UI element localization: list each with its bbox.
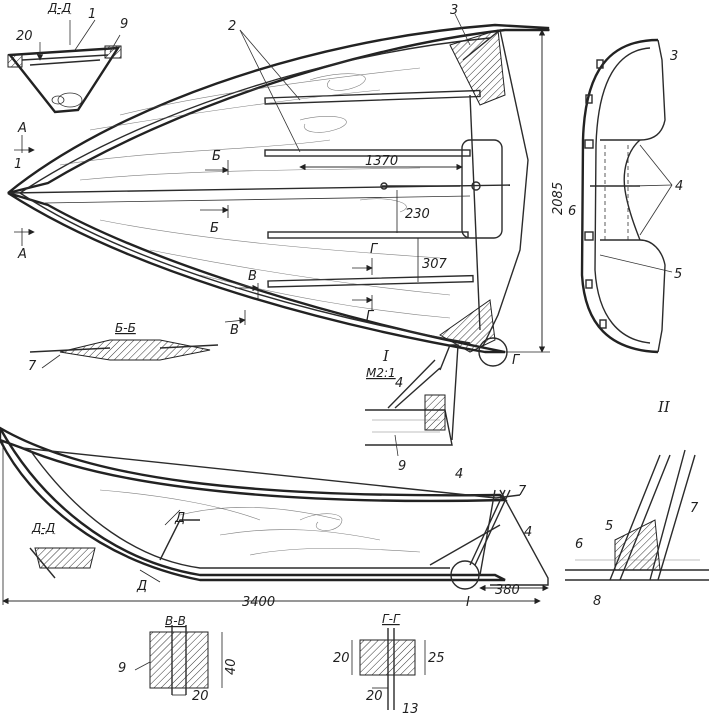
- part-5-detail2: 5: [605, 519, 613, 534]
- stern-seat: [461, 139, 503, 239]
- section-bb: [29, 339, 219, 369]
- part-5-view: 5: [674, 267, 682, 282]
- section-vv: [134, 625, 223, 696]
- part-9-aa: 9: [120, 17, 128, 32]
- seat-board-bottom: [267, 274, 474, 288]
- section-title-bb: Б-Б: [115, 321, 136, 335]
- dim-380: 380: [495, 583, 520, 598]
- part-7-side: 7: [518, 484, 527, 499]
- cut-v-top: В: [248, 269, 257, 284]
- part-1-top: 1: [88, 7, 96, 22]
- stern-knee-bottom: [439, 299, 496, 353]
- dim-20-gg-a: 20: [333, 651, 350, 666]
- detail-title-ii: II: [657, 398, 671, 416]
- part-9-vv: 9: [118, 661, 126, 676]
- cut-d-side: Д: [136, 579, 147, 594]
- part-4-side-a: 4: [455, 467, 463, 482]
- dim-40-vv: 40: [224, 658, 239, 675]
- section-dd: [29, 547, 96, 579]
- part-13: 13: [402, 702, 419, 717]
- part-2: 2: [228, 19, 236, 34]
- part-3-right: 3: [670, 49, 678, 64]
- dim-20-vv: 20: [192, 689, 209, 704]
- transom-outer: [580, 38, 659, 354]
- part-1-left: 1: [14, 157, 22, 172]
- part-6-view: 6: [568, 204, 576, 219]
- part-4-detail1: 4: [395, 376, 403, 391]
- detail-ii: [565, 449, 709, 581]
- part-6-detail2: 6: [575, 537, 583, 552]
- part-8-detail2: 8: [593, 594, 601, 609]
- seat-board-low: [267, 231, 469, 239]
- cut-b-top: Б: [212, 149, 221, 164]
- seat-board-mid: [264, 149, 471, 157]
- cut-v-bottom: В: [230, 323, 239, 338]
- part-4-view: 4: [675, 179, 683, 194]
- plan-hull-outline: [7, 23, 550, 195]
- plan-view: [7, 13, 550, 367]
- detail-i: [365, 344, 459, 457]
- dim-3400: 3400: [242, 595, 275, 610]
- cut-a-bottom: А: [17, 247, 27, 262]
- dim-25-gg: 25: [428, 651, 445, 666]
- side-transom: [479, 489, 549, 586]
- labels: Д-Д Б-Б Д-Д В-В Г-Г I М2:1 II 1 1 2 3 3 …: [14, 1, 699, 717]
- part-3-top: 3: [450, 3, 458, 18]
- dim-20-gg-b: 20: [366, 689, 383, 704]
- side-view: [0, 426, 549, 605]
- dim-230: 230: [405, 207, 430, 222]
- section-gg: [351, 628, 426, 710]
- detail-circle-i: [450, 560, 480, 590]
- section-title-gg: Г-Г: [382, 612, 401, 626]
- part-9-detail1: 9: [398, 459, 406, 474]
- detail-title-i: I: [382, 347, 390, 365]
- cut-i-mark: I: [466, 595, 470, 610]
- section-title-dd: Д-Д: [31, 521, 55, 535]
- cut-g-top: Г: [370, 242, 379, 257]
- cut-g-detail: Г: [512, 353, 521, 368]
- dim-20-aa: 20: [16, 29, 33, 44]
- detail-scale: М2:1: [366, 366, 396, 380]
- transom-view: [580, 38, 673, 354]
- section-title-aa: Д-Д: [47, 1, 71, 15]
- dim-1370: 1370: [365, 154, 398, 169]
- section-aa: [7, 19, 122, 114]
- part-4-side-b: 4: [524, 525, 532, 540]
- side-hull-outline: [0, 426, 508, 503]
- section-title-vv: В-В: [165, 614, 186, 628]
- part-7-detail2: 7: [690, 501, 699, 516]
- dim-2085: 2085: [551, 182, 566, 215]
- cut-g-bottom: Г: [366, 309, 375, 324]
- cut-b-bottom: Б: [210, 221, 219, 236]
- dim-307: 307: [422, 257, 448, 272]
- stern-knee-top: [449, 29, 506, 106]
- cut-d-section: Д: [174, 511, 185, 526]
- part-7-bb: 7: [28, 359, 37, 374]
- cut-a-top: А: [17, 121, 27, 136]
